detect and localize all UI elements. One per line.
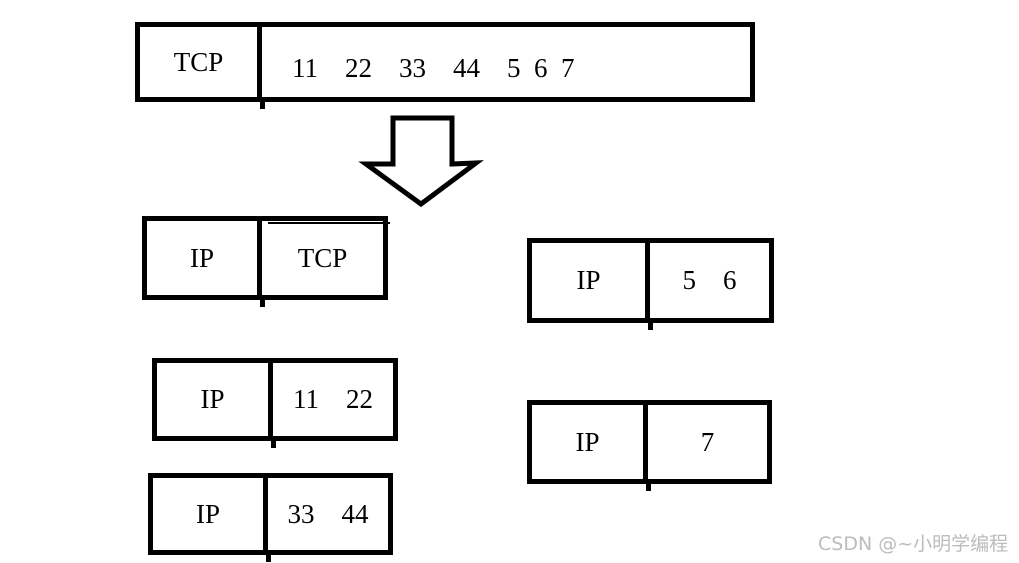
divider-tick	[266, 555, 271, 562]
ip-fragment-header: IP	[147, 221, 262, 295]
sketch-line	[268, 222, 390, 224]
ip-fragment-box: IP 33 44	[148, 473, 393, 555]
divider-tick	[648, 323, 653, 330]
ip-fragment-header: IP	[532, 405, 648, 479]
divider-tick	[646, 484, 651, 491]
ip-fragment-payload: 33 44	[287, 498, 369, 529]
ip-fragment-box: IP 11 22	[152, 358, 398, 441]
watermark: CSDN @~小明学编程	[818, 533, 1009, 555]
tcp-segment-payload: 11 22 33 44 5 6 7	[292, 52, 575, 83]
tcp-segment-header: TCP	[140, 27, 262, 97]
ip-fragment-box: IP 5 6	[527, 238, 774, 323]
ip-fragment-header: IP	[157, 363, 273, 436]
ip-fragment-box: IP 7	[527, 400, 772, 484]
ip-fragment-header: IP	[153, 478, 268, 550]
down-arrow-icon	[358, 115, 484, 208]
ip-fragment-payload: 5 6	[682, 265, 737, 295]
ip-fragment-header: IP	[532, 243, 650, 318]
divider-tick	[271, 441, 276, 448]
ip-fragment-payload: 7	[700, 426, 715, 457]
ip-fragment-payload: TCP	[297, 242, 348, 273]
ip-fragment-box: IP TCP	[142, 216, 388, 300]
ip-fragment-payload: 11 22	[293, 384, 373, 414]
tcp-segment-box: TCP 11 22 33 44 5 6 7	[135, 22, 755, 102]
divider-tick	[260, 102, 265, 109]
divider-tick	[260, 300, 265, 307]
